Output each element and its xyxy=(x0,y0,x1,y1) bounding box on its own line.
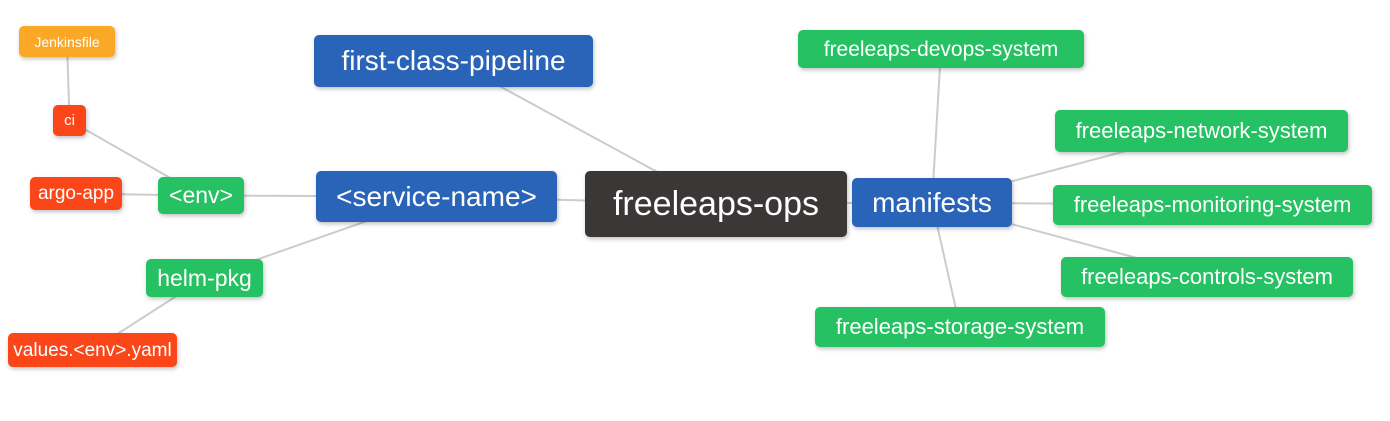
node-helm-pkg[interactable]: helm-pkg xyxy=(146,259,263,297)
edge-manifests-to-devops-system xyxy=(931,48,942,203)
node-monitoring-system[interactable]: freeleaps-monitoring-system xyxy=(1053,185,1372,225)
node-devops-system[interactable]: freeleaps-devops-system xyxy=(798,30,1084,68)
node-env[interactable]: <env> xyxy=(158,177,244,214)
node-freeleaps-ops[interactable]: freeleaps-ops xyxy=(585,171,847,237)
node-first-class-pipeline[interactable]: first-class-pipeline xyxy=(314,35,593,87)
node-network-system[interactable]: freeleaps-network-system xyxy=(1055,110,1348,152)
node-controls-system[interactable]: freeleaps-controls-system xyxy=(1061,257,1353,297)
node-values-env-yaml[interactable]: values.<env>.yaml xyxy=(8,333,177,367)
node-argo-app[interactable]: argo-app xyxy=(30,177,122,210)
node-manifests[interactable]: manifests xyxy=(852,178,1012,227)
node-ci[interactable]: ci xyxy=(53,105,86,136)
node-jenkinsfile[interactable]: Jenkinsfile xyxy=(19,26,115,57)
node-storage-system[interactable]: freeleaps-storage-system xyxy=(815,307,1105,347)
node-service-name[interactable]: <service-name> xyxy=(316,171,557,222)
